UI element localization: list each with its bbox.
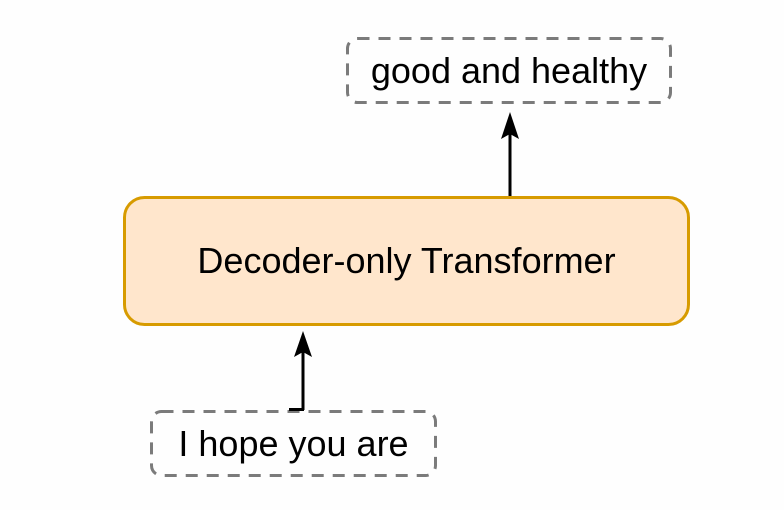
output-token-box: good and healthy <box>346 37 672 104</box>
transformer-box-shape <box>123 196 690 326</box>
output-token-label: good and healthy <box>370 49 648 91</box>
input-box-border <box>150 410 437 477</box>
model-to-output-arrow <box>501 112 519 196</box>
transformer-box: Decoder-only Transformer <box>123 196 690 326</box>
output-box-border <box>346 37 672 104</box>
input-to-model-arrow <box>289 331 312 411</box>
transformer-label: Decoder-only Transformer <box>197 240 616 282</box>
input-token-label: I hope you are <box>178 422 409 464</box>
input-token-box: I hope you are <box>150 410 437 477</box>
input-to-model-arrowhead-icon <box>294 331 312 357</box>
model-to-output-arrowhead-icon <box>501 112 519 139</box>
